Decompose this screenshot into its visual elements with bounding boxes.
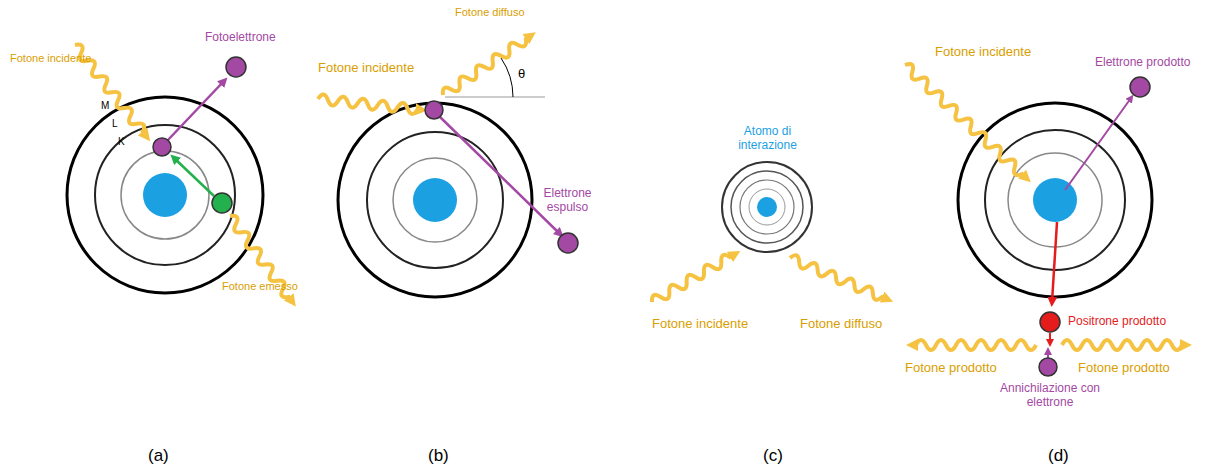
figure-label: Fotone incidente — [935, 44, 1031, 60]
figure-label: Fotone prodotto — [1078, 360, 1170, 376]
figure-label: Fotone prodotto — [905, 360, 997, 376]
figure-label: Atomo di interazione — [720, 124, 815, 153]
figure-label: (c) — [763, 446, 783, 466]
figure-label: Positrone prodotto — [1068, 314, 1166, 328]
figure-label: (a) — [148, 446, 169, 466]
figure-label: K — [118, 136, 125, 148]
figure-label: Fotone diffuso — [455, 6, 525, 19]
figure-label: Fotone emesso — [222, 280, 298, 293]
figure-label: Fotone incidente — [318, 60, 414, 76]
pair-production-atom — [902, 61, 1186, 376]
figure-label: θ — [518, 66, 525, 82]
figure-label: M — [101, 100, 109, 112]
figure-label: Elettrone espulso — [530, 186, 605, 215]
figure-label: Fotoelettrone — [205, 30, 276, 44]
photoelectric-atom — [67, 42, 296, 305]
figure-label: (d) — [1048, 446, 1069, 466]
rayleigh-atom — [650, 162, 890, 306]
figure-label: Annichilazione con elettrone — [995, 381, 1105, 410]
figure-label: (b) — [428, 446, 449, 466]
compton-atom — [317, 32, 578, 297]
figure-label: Fotone incidente — [10, 52, 91, 65]
figure-label: Fotone diffuso — [800, 316, 882, 332]
figure-label: Fotone incidente — [652, 316, 748, 332]
figure-label: L — [112, 118, 118, 130]
figure-label: Elettrone prodotto — [1095, 55, 1190, 69]
